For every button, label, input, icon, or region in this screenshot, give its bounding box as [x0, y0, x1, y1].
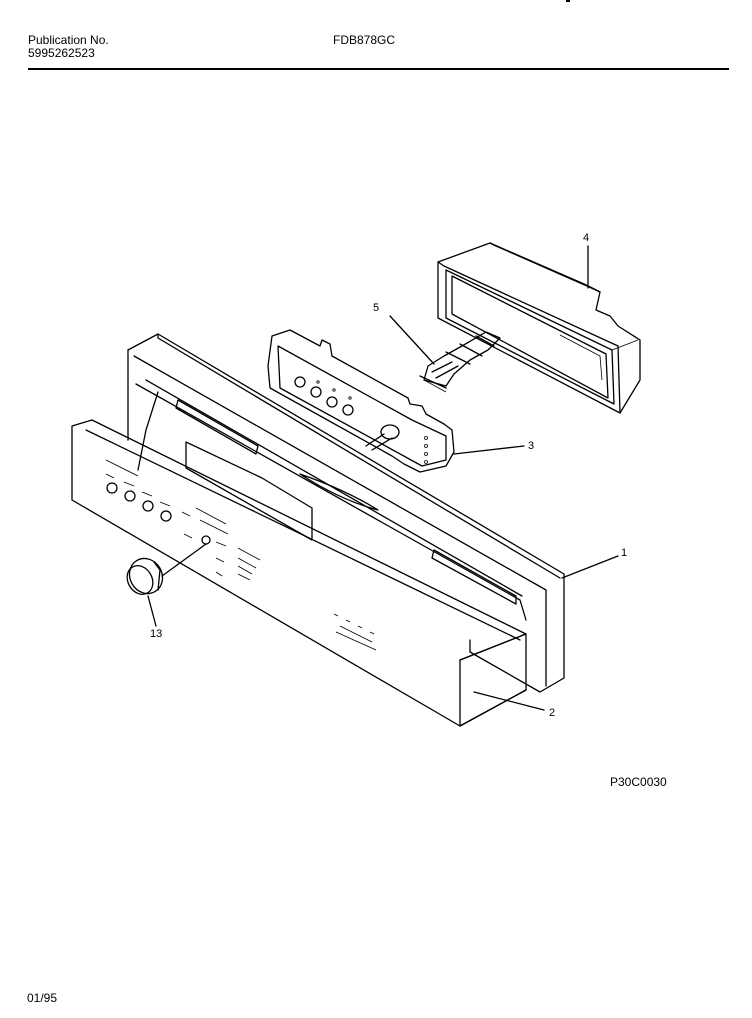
- part-2-front-panel: [71, 419, 527, 727]
- callout-5: 5: [373, 302, 379, 314]
- part-1-console: [127, 333, 565, 693]
- callout-1: 1: [621, 547, 627, 559]
- part-13-knob: [126, 557, 164, 595]
- part-3-control-board: [267, 329, 455, 473]
- model-number: FDB878GC: [333, 33, 396, 47]
- part-5-wire-harness: [419, 331, 501, 393]
- top-edge-mark: [566, 0, 570, 2]
- callout-3: 3: [528, 440, 534, 452]
- date-code: 01/95: [27, 991, 58, 1005]
- callout-4: 4: [583, 232, 589, 244]
- callout-2: 2: [549, 707, 555, 719]
- leader-lines: [147, 245, 619, 711]
- callout-13: 13: [150, 628, 162, 640]
- header-rule: [28, 68, 729, 70]
- publication-label: Publication No.: [28, 33, 109, 47]
- part-4-control-housing: [437, 242, 641, 414]
- figure-code: P30C0030: [610, 775, 667, 789]
- publication-number: 5995262523: [28, 46, 95, 60]
